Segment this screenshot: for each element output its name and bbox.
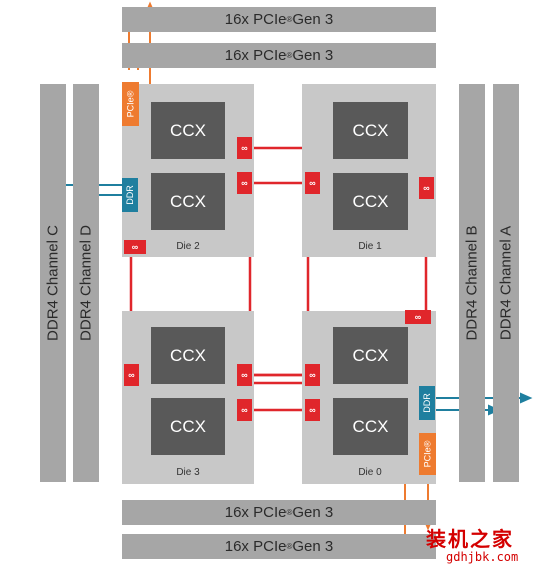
if-port-die1-b: ∞ — [419, 177, 434, 199]
ddr4-channel-c: DDR4 Channel C — [40, 84, 66, 482]
die-1-ccx-2: CCX — [333, 173, 408, 230]
ddr-arrow-channel-a — [520, 392, 533, 404]
ddr4-channel-a: DDR4 Channel A — [493, 84, 519, 482]
watermark-url: gdhjbk.com — [446, 550, 519, 564]
die-0-label: Die 0 — [358, 467, 382, 478]
die-2-ccx-1: CCX — [151, 102, 225, 159]
ddr4-channel-d: DDR4 Channel D — [73, 84, 99, 482]
if-port-die1-a: ∞ — [305, 172, 320, 194]
if-link-die1-die3 — [250, 183, 310, 377]
die-1-label: Die 1 — [358, 241, 382, 252]
pcie-slot-3: 16x PCIe® Gen 3 — [122, 500, 436, 525]
die-0-ccx-1: CCX — [333, 327, 408, 384]
die-2-ccx-2: CCX — [151, 173, 225, 230]
if-port-die3-a: ∞ — [124, 364, 139, 386]
die-1-ccx-1: CCX — [333, 102, 408, 159]
watermark-text: 装机之家 — [426, 527, 514, 551]
if-port-die3-c: ∞ — [237, 399, 252, 421]
if-port-die0-a: ∞ — [405, 310, 431, 324]
ddr-controller-die2: DDR — [122, 178, 138, 212]
pcie-slot-2: 16x PCIe® Gen 3 — [122, 43, 436, 68]
die-3-label: Die 3 — [176, 467, 200, 478]
if-port-die0-c: ∞ — [305, 399, 320, 421]
pcie-controller-die2: PCIe® — [122, 82, 139, 126]
if-port-die0-b: ∞ — [305, 364, 320, 386]
die-3-ccx-1: CCX — [151, 327, 225, 384]
if-link-die2-die0 — [248, 183, 308, 385]
if-port-die2-a: ∞ — [237, 137, 252, 159]
die-2-label: Die 2 — [176, 241, 200, 252]
die-0-ccx-2: CCX — [333, 398, 408, 455]
ddr-controller-die0: DDR — [419, 386, 435, 420]
pcie-controller-die0: PCIe® — [419, 433, 436, 475]
die-3-ccx-2: CCX — [151, 398, 225, 455]
pcie-slot-4: 16x PCIe® Gen 3 — [122, 534, 436, 559]
if-port-die2-b: ∞ — [237, 172, 252, 194]
if-port-die3-b: ∞ — [237, 364, 252, 386]
if-port-die2-c: ∞ — [124, 240, 146, 254]
pcie-slot-1: 16x PCIe® Gen 3 — [122, 7, 436, 32]
ddr4-channel-b: DDR4 Channel B — [459, 84, 485, 482]
